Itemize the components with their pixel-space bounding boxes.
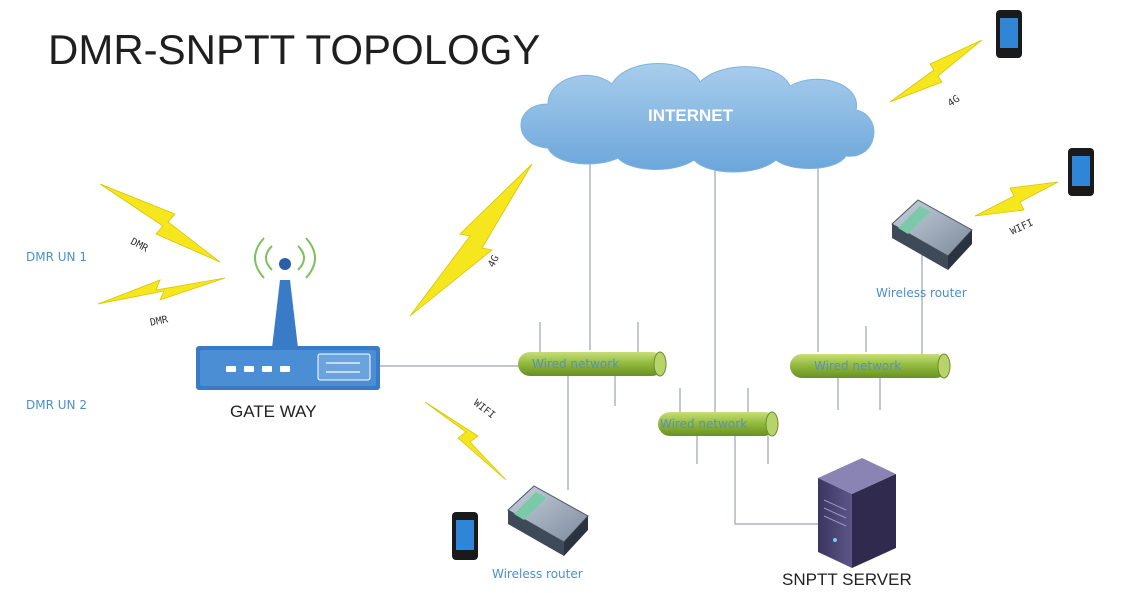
signal-waves-icon (254, 237, 316, 279)
wireless-router-right-label: Wireless router (876, 286, 967, 300)
gateway-device (196, 237, 380, 390)
wired3-to-server-line (734, 432, 818, 525)
wired-network-1 (518, 351, 667, 377)
dmr-unit-2-label: DMR UN 2 (26, 398, 87, 412)
diagram-title: DMR-SNPTT TOPOLOGY (48, 26, 541, 73)
wireless-router-right-icon (891, 199, 973, 270)
right-wifi-bolt (974, 181, 1059, 217)
wired-network-1-label: Wired network (532, 357, 620, 371)
gateway-label: GATE WAY (230, 402, 317, 421)
left-wifi-bolt (424, 401, 507, 481)
top-4g-bolt (889, 39, 983, 103)
wireless-router-bottom-icon (507, 485, 589, 556)
mobile-phone-right-icon (1068, 148, 1094, 196)
dmr-unit-1-label: DMR UN 1 (26, 250, 87, 264)
mobile-phone-top-icon (996, 10, 1022, 58)
wireless-links (97, 39, 1059, 481)
dmr-top-bolt (99, 183, 221, 263)
wired-network-2-label: Wired network (814, 359, 902, 373)
snptt-server-icon (818, 458, 896, 568)
mobile-phone-bottom-icon (452, 512, 478, 560)
server-label: SNPTT SERVER (782, 570, 912, 589)
wired-network-2 (790, 353, 951, 379)
connection-lines (380, 160, 923, 525)
wired-network-3 (658, 411, 779, 437)
internet-cloud (520, 63, 875, 173)
gateway-4g-bolt (409, 163, 533, 317)
wired-network-3-label: Wired network (660, 417, 748, 431)
dmr-bottom-bolt (97, 277, 226, 305)
wireless-router-bottom-label: Wireless router (492, 567, 583, 581)
internet-label: INTERNET (648, 106, 733, 125)
